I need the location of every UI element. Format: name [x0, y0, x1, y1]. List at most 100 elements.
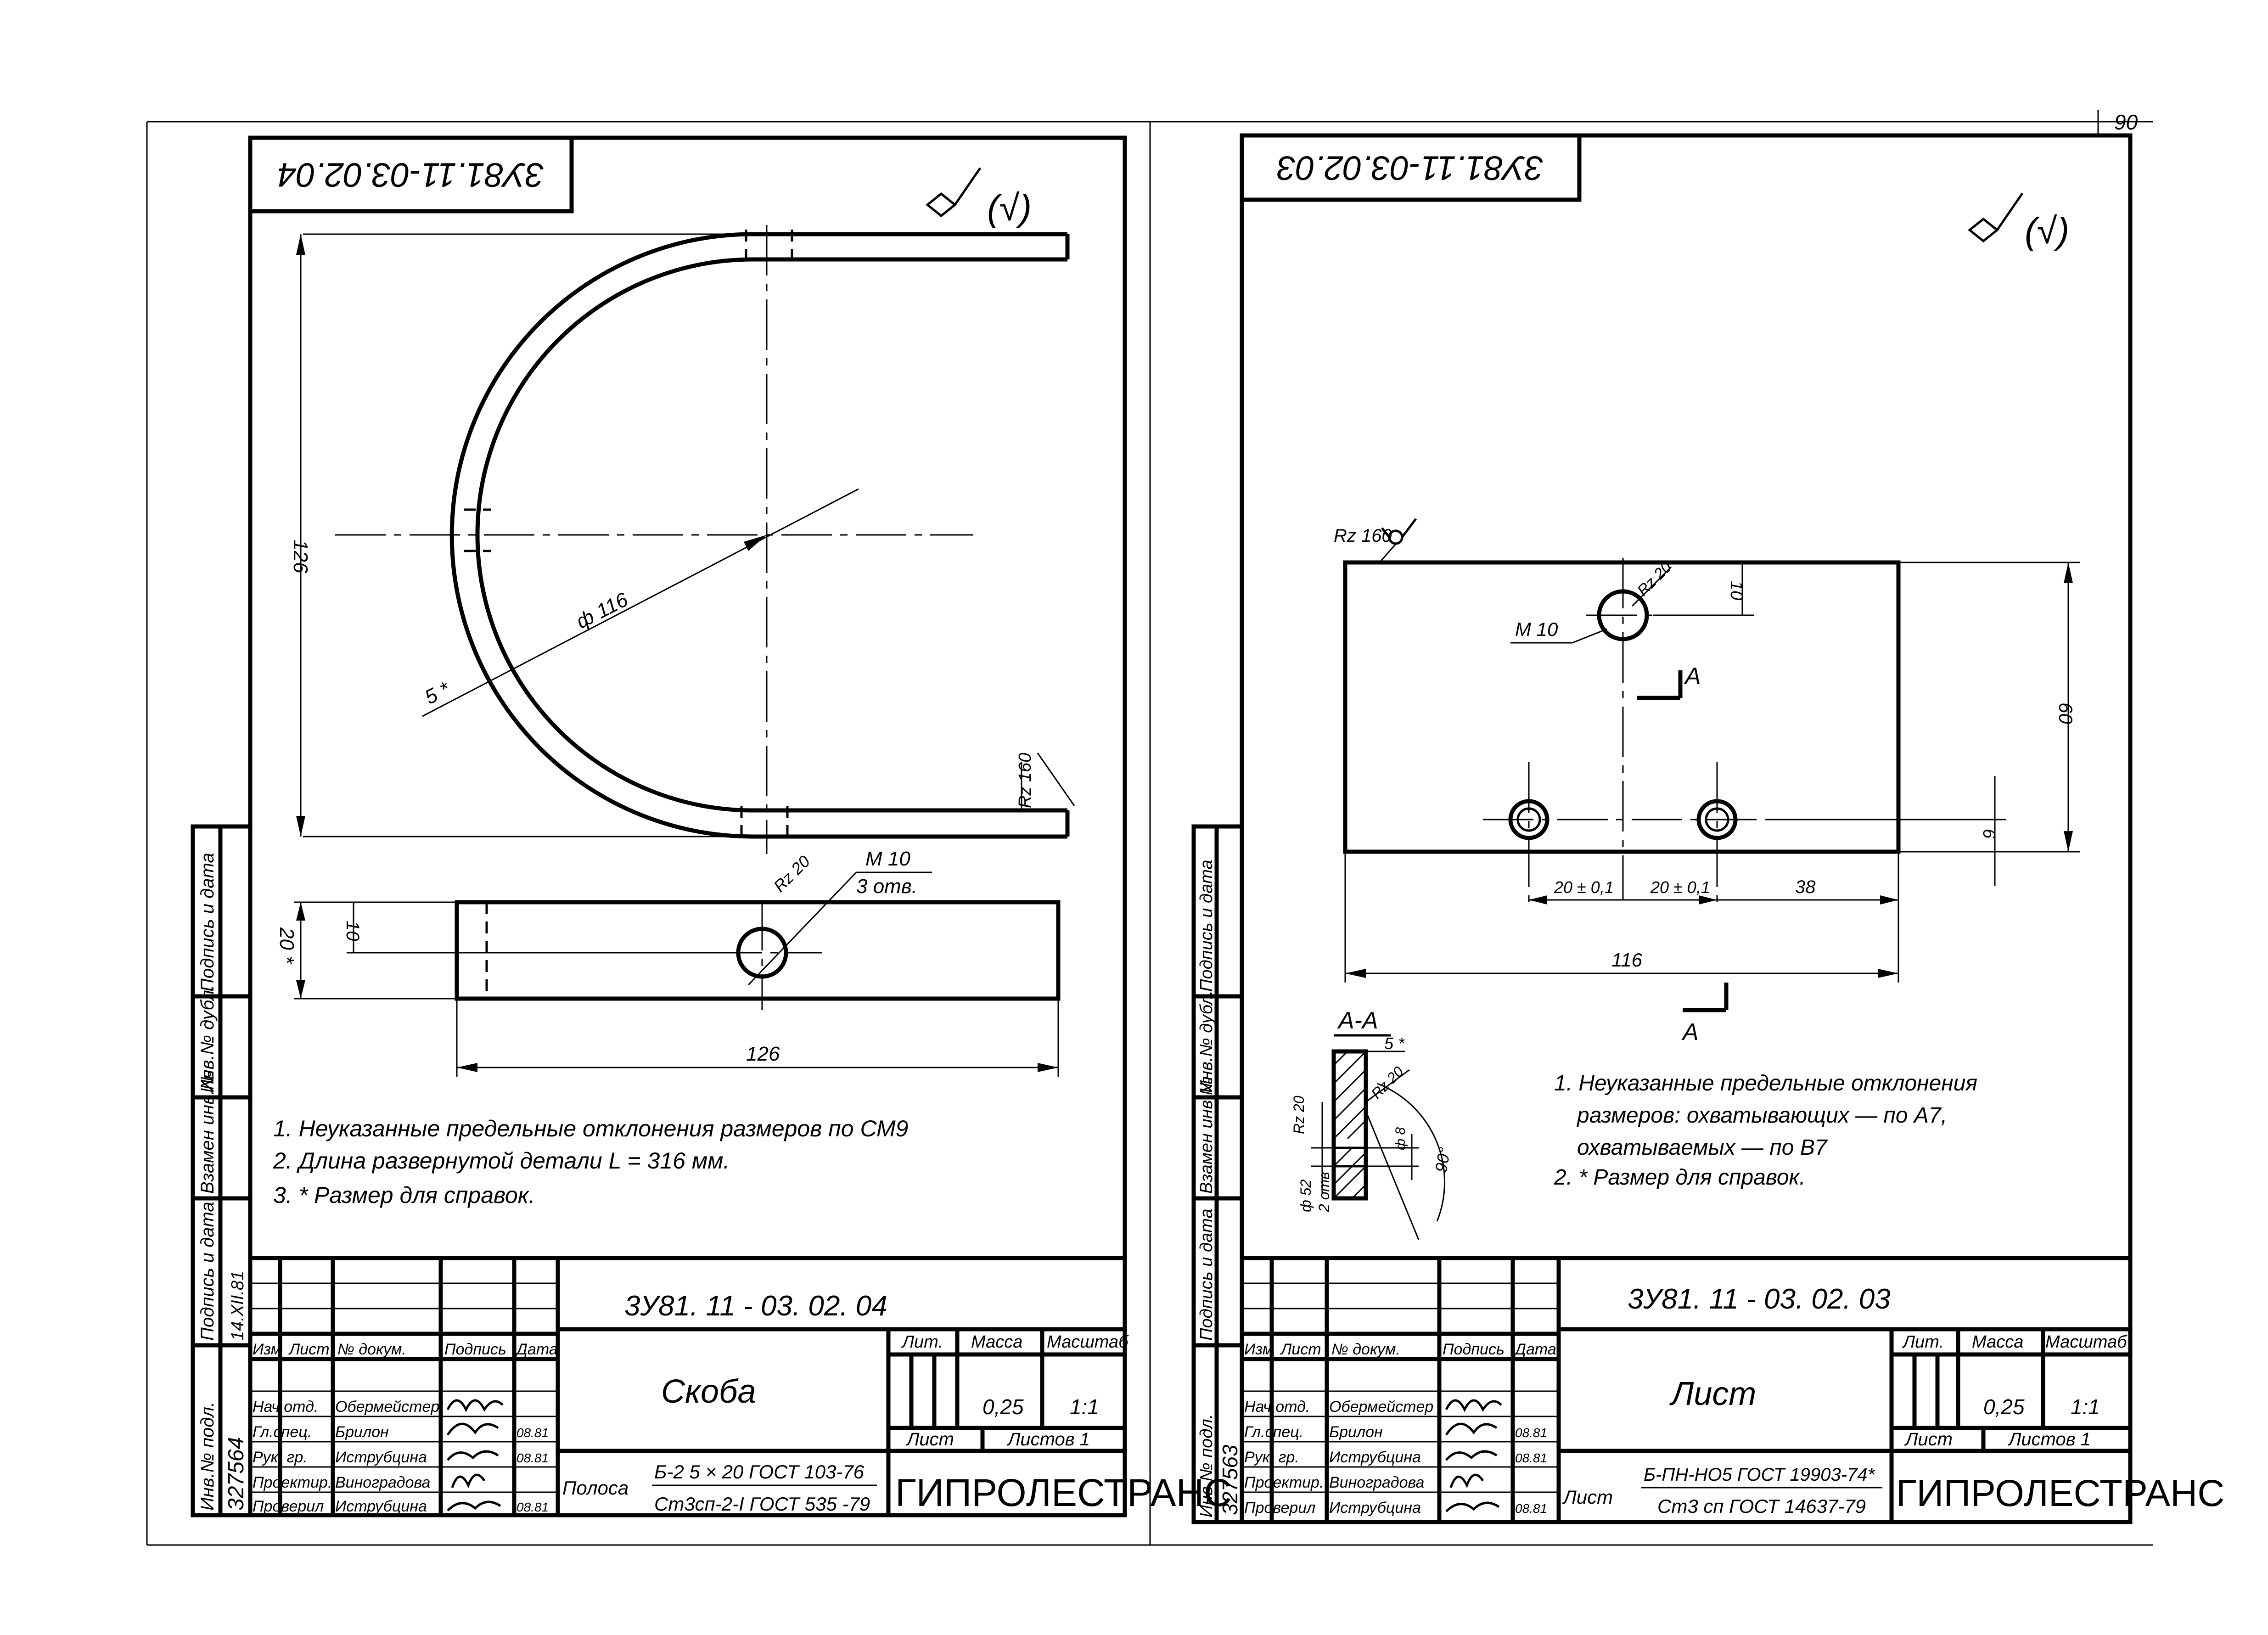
plate-view: Rz 160 M 10 Rz 20 10 60 6: [1334, 518, 2080, 1045]
right-dim-pitch2: 20 ± 0,1: [1650, 878, 1710, 897]
staff-name: Иструбцина: [335, 1449, 427, 1466]
dim-diameter: ф 116: [573, 588, 632, 633]
bracket-view: ф 116 5 * 126 Rz 160: [289, 225, 1075, 854]
left-side-strip: Инв.№ подл. Подпись и дата Взамен инв.№ …: [191, 824, 253, 1517]
arrow-head: [1699, 895, 1717, 905]
hdr-sheet: Лист: [1904, 1429, 1953, 1450]
left-roughness-paren: (√): [987, 187, 1032, 228]
hdr-sheets: Листов 1: [2007, 1429, 2091, 1450]
staff-name: Обермейстер: [1329, 1398, 1433, 1416]
signature-scribble: [447, 1450, 499, 1461]
arrow-head: [296, 980, 305, 999]
right-material-2: Ст3 сп ГОСТ 14637-79: [1657, 1495, 1866, 1517]
left-rz-hole: Rz 20: [770, 852, 814, 895]
signature-scribble: [1445, 1399, 1502, 1412]
right-rz-circle-icon: [1381, 518, 1417, 545]
signature-scribble: [446, 1399, 504, 1412]
right-dim-bottom-offset: 6: [1979, 829, 1999, 839]
staff-date: 08.81: [1515, 1426, 1547, 1440]
right-strip-sign-1: Подпись и дата: [1197, 1209, 1216, 1341]
right-note-2: размеров: охватывающих — по А7,: [1576, 1103, 1947, 1128]
staff-role: Гл.спец.: [253, 1423, 312, 1441]
hdr-sign: Подпись: [1443, 1341, 1505, 1358]
staff-role: Нач.отд.: [1244, 1398, 1310, 1416]
staff-name: Брилон: [1329, 1423, 1383, 1441]
dim-width: 20 *: [275, 927, 298, 964]
section-thickness: 5 *: [1384, 1034, 1405, 1053]
staff-role: Нач.отд.: [253, 1398, 318, 1416]
hdr-lit: Лит.: [901, 1332, 943, 1352]
dim-hole: M 10: [865, 848, 910, 870]
signature-scribble: [1449, 1473, 1484, 1489]
right-code-stamp: [1240, 133, 1582, 202]
plate-contour: [1343, 560, 1901, 854]
left-strip-dup: Инв.№ дубл.: [197, 985, 218, 1093]
staff-name: Иструбцина: [335, 1498, 427, 1515]
diameter-leader: [422, 488, 859, 717]
hdr-izm: Изм: [1244, 1341, 1273, 1358]
left-material-label: Полоса: [562, 1477, 629, 1499]
right-strip-inv: Инв.№ подл.: [1197, 1414, 1216, 1517]
right-sheet: 3У81.11-03.02.03 (√) Rz 160 M 10: [1191, 133, 2224, 1524]
staff-role: Проверил: [1244, 1499, 1315, 1517]
right-title-block: Изм Лист № докум. Подпись Дата Нач.отд. …: [1242, 1256, 2224, 1522]
signature-scribble: [1445, 1422, 1498, 1436]
angle-arc: [1377, 1083, 1446, 1222]
section-marker-top: [1637, 670, 1683, 700]
arrow-head: [296, 902, 305, 921]
left-strip-inv: Инв.№ подл.: [197, 1402, 218, 1511]
right-title-code: 3У81. 11 - 03. 02. 03: [1628, 1283, 1891, 1315]
right-strip-sign-2: Подпись и дата: [1197, 860, 1216, 992]
right-note-3: охватываемых — по В7: [1577, 1135, 1828, 1160]
hdr-mass: Масса: [1972, 1332, 2023, 1352]
arrow-head: [1880, 895, 1898, 905]
roughness-leader: [1365, 1069, 1410, 1103]
left-mirrored-code: 3У81.11-03.02.04: [278, 156, 545, 194]
right-dim-pitch1: 20 ± 0,1: [1554, 878, 1614, 897]
staff-name: Виноградова: [1329, 1474, 1424, 1491]
left-sign-date: 14.XII.81: [228, 1271, 247, 1341]
hole-leader: [1572, 628, 1607, 644]
section-marker-bottom: [1683, 983, 1729, 1012]
arrow-head: [2064, 831, 2073, 852]
angle-leader: [1365, 1111, 1420, 1240]
dim-thickness: 5 *: [421, 677, 454, 709]
right-dim-height: 60: [2055, 702, 2077, 724]
staff-date: 08.81: [1515, 1501, 1547, 1516]
section-counter-rz: Rz 20: [1291, 1096, 1307, 1134]
section-view: А-А 5 * Rz 20 90° ф 8 Rz 20 ф 5: [1291, 1007, 1454, 1240]
arrow-head: [457, 1063, 477, 1072]
left-part-name: Скоба: [661, 1373, 756, 1410]
section-drill: ф 8: [1393, 1127, 1408, 1150]
right-note-4: 2. * Размер для справок.: [1554, 1165, 1806, 1190]
left-company: ГИПРОЛЕСТРАНС: [895, 1471, 1232, 1514]
left-rz-face: Rz 160: [1016, 753, 1035, 808]
staff-date: 08.81: [1515, 1451, 1547, 1465]
right-dim-length: 116: [1611, 949, 1643, 971]
left-note-3: 3. * Размер для справок.: [273, 1182, 535, 1208]
staff-date: 08.81: [516, 1426, 549, 1440]
arrow-head: [1038, 1063, 1058, 1072]
signature-scribble: [1445, 1450, 1498, 1461]
hdr-doc: № докум.: [337, 1341, 406, 1358]
left-inv-number: 327564: [224, 1437, 248, 1511]
bracket-inner-contour: [475, 257, 1067, 813]
left-title-code: 3У81. 11 - 03. 02. 04: [624, 1290, 887, 1322]
staff-name: Виноградова: [335, 1474, 430, 1491]
hdr-lit: Лит.: [1902, 1332, 1944, 1352]
section-counter-d: ф 52: [1297, 1180, 1314, 1212]
dim-hole-offset: 10: [342, 921, 363, 941]
roughness-leader: [1037, 753, 1075, 806]
signature-scribble: [447, 1500, 501, 1511]
left-scale: 1:1: [1070, 1395, 1099, 1419]
left-roughness-symbol-icon: [925, 167, 982, 218]
arrow-head: [1529, 895, 1547, 905]
hdr-doc: № докум.: [1331, 1341, 1400, 1358]
left-strip-replace: Взамен инв.№: [197, 1070, 218, 1194]
signature-scribble: [1445, 1501, 1500, 1512]
right-dim-hole: M 10: [1515, 618, 1558, 640]
dim-height: 126: [289, 539, 312, 573]
arrow-head: [296, 234, 305, 255]
staff-date: 08.81: [516, 1451, 549, 1465]
